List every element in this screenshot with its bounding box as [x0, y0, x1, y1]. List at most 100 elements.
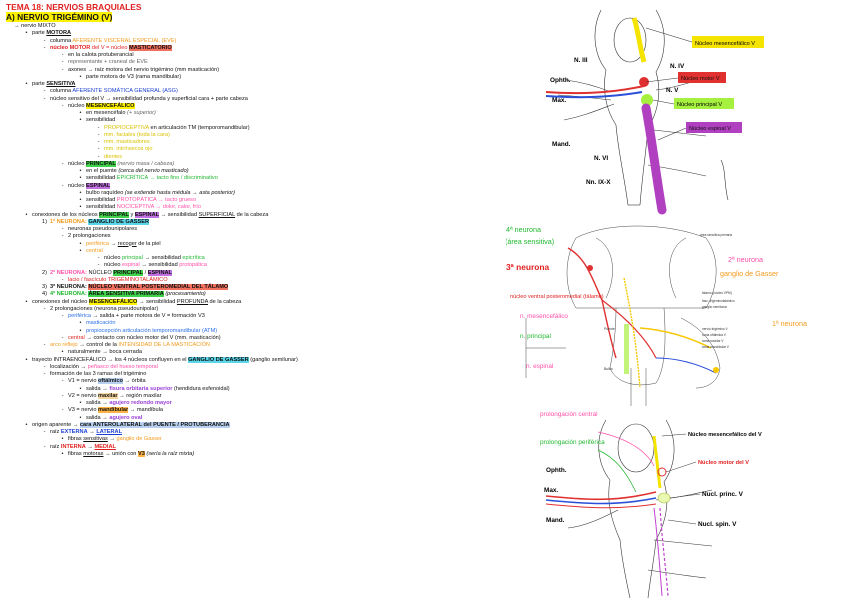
outline-text: motoras	[83, 450, 104, 457]
fig2-label-r6: rama oftálmica V	[702, 333, 727, 337]
outline-text: PROFUNDA	[176, 298, 208, 305]
outline-text: periférica	[86, 240, 110, 247]
outline-text: raíz	[50, 443, 61, 450]
outline-line: 3)3ª NEURONA: NÚCLEO VENTRAL POSTEROMEDI…	[42, 284, 229, 291]
bullet-marker: -	[61, 226, 64, 232]
outline-line: •salida → fisura orbitaria superior (hen…	[80, 385, 230, 393]
bullet-marker: •	[61, 349, 64, 356]
fig1-label-mesenc: Núcleo mesencefálico V	[695, 41, 755, 47]
outline-text: V3	[137, 450, 145, 457]
outline-text: naturalmente → boca cerrada	[68, 349, 143, 356]
bullet-marker: •	[79, 247, 82, 254]
bullet-marker: •	[61, 436, 64, 443]
fig1-label-n3: N. III	[574, 57, 588, 64]
outline-text: → sensibilidad	[159, 211, 199, 218]
outline-line: -dientes	[98, 154, 122, 161]
outline-text: →	[107, 436, 117, 443]
fig1-label-princ: Núcleo principal V	[677, 102, 722, 108]
outline-text: sensibilidad	[86, 117, 116, 124]
outline-line: •parte motora de V3 (rama mandibular)	[80, 74, 182, 81]
bullet-marker: -	[61, 59, 64, 66]
fig1-label-ophth: Ophth.	[550, 77, 571, 84]
outline-text: núcleo	[68, 160, 87, 167]
outline-line: 4)4ª NEURONA: ÁREA SENSITIVA PRIMARIA (p…	[42, 291, 206, 298]
outline-text: de la cabeza	[208, 298, 242, 305]
outline-text: → unión con	[103, 450, 138, 457]
outline-text: central	[68, 334, 85, 341]
outline-line: -neuronas pseudounipolares	[62, 226, 137, 233]
bullet-marker: •	[79, 327, 82, 334]
outline-line: •en el puente (cerca del nervio masticad…	[80, 168, 189, 175]
fig3-leader	[667, 519, 697, 525]
outline-text: (procesamiento)	[163, 291, 206, 298]
outline-text: sensibilidad	[86, 197, 117, 203]
outline-line: -axones → raíz motora del nervio trigémi…	[62, 66, 220, 74]
brain-section-outline	[525, 225, 721, 406]
fig3-arrow-central	[597, 431, 655, 467]
outline-line: → nervio MIXTO	[14, 23, 56, 30]
fig3-label-mand: Mand.	[546, 517, 565, 524]
fig2-yellow-pathway	[623, 277, 641, 389]
outline-text: AFERENTE SOMÁTICA GENERAL (ASG)	[72, 88, 178, 95]
fig2-label-r1: área sensitiva primaria	[700, 233, 732, 237]
bullet-marker: •	[25, 356, 28, 363]
outline-text: maxilar	[98, 392, 118, 399]
outline-line: 1)1ª NEURONA: GANGLIO DE GASSER	[42, 218, 150, 226]
outline-text: axones → raíz motora del nervio trigémin…	[68, 66, 220, 73]
fig3-leader	[661, 433, 687, 437]
fig1-leader	[657, 127, 687, 141]
outline-line: -formación de las 3 ramas del trigémino	[44, 371, 147, 378]
fig1-label-n9: Nn. IX-X	[586, 179, 611, 186]
fig2-label-r5: nervio trigémino V	[702, 327, 729, 331]
outline-line: -V2 = nervio maxilar → región maxilar	[62, 392, 161, 400]
bullet-marker: -	[61, 407, 64, 414]
fig2-label-gasser: ganglio de Gasser	[720, 269, 779, 278]
fig1-label-n4: N. IV	[670, 63, 685, 70]
fig3-principal-nucleus	[657, 492, 671, 504]
fig3-label-periferica: prolongación periférica	[540, 439, 605, 446]
outline-line: -columna AFERENTE SOMÁTICA GENERAL (ASG)	[44, 88, 178, 95]
fig3-leader	[669, 493, 701, 499]
fig-prolongations: prolongación central prolongación perifé…	[540, 411, 762, 599]
outline-text: (se extiende hasta médula → asta posteri…	[124, 189, 235, 196]
outline-line: -lacio / fascículo TRIGÉMINOTALÁMICO	[62, 277, 168, 284]
outline-text: mm. faciales (toda la cara)	[104, 131, 170, 138]
fig2-label-r3: fasc. trigeminotalámico	[702, 299, 735, 303]
bullet-marker: •	[61, 450, 64, 457]
outline-line: -PROPIOCEPTIVA en articulación TM (tempo…	[98, 125, 250, 132]
outline-line: -mm. intrínsecos ojo	[98, 146, 153, 153]
outline-text: (ganglio semilunar)	[248, 356, 298, 363]
outline-line: •bulbo raquídeo (se extiende hasta médul…	[80, 189, 235, 197]
outline-text: → control de la	[77, 342, 119, 348]
bullet-marker: -	[43, 342, 46, 348]
fig2-blue-branch	[655, 357, 717, 374]
outline-text: PRINCIPAL	[99, 211, 129, 218]
fig2-label-n2: 2ª neurona	[728, 255, 763, 264]
bullet-marker: -	[97, 255, 100, 261]
bullet-marker: -	[61, 233, 64, 240]
outline-line: •origen aparente → cara ANTEROLATERAL de…	[26, 421, 230, 429]
outline-line: •sensibilidad NOCICEPTIVA → dolor, calor…	[80, 204, 201, 211]
outline-text: →	[109, 240, 118, 247]
bullet-marker: •	[79, 168, 82, 174]
outline-line: •parte MOTORA	[26, 30, 72, 37]
outline-line: •masticación	[80, 320, 116, 327]
fig1-label-max: Max.	[552, 97, 566, 104]
outline-text: SENSITIVA	[46, 81, 76, 87]
bullet-marker: •	[79, 175, 82, 182]
outline-line: -mm. masticadores	[98, 139, 150, 146]
bullet-marker: -	[43, 37, 46, 44]
outline-line: -raíz EXTERNA → LATERAL	[44, 429, 122, 436]
outline-text: EPICRÍTICA → tacto fino / discriminativo	[116, 175, 218, 182]
outline-text: MESENCEFÁLICO	[88, 298, 138, 305]
outline-text: masticación	[86, 320, 116, 327]
outline-text: raíz	[50, 429, 61, 435]
outline-text: protopática	[179, 262, 207, 269]
outline-text: peñasco del hueso temporal	[87, 363, 158, 370]
outline-text: agujero redondo mayor	[109, 400, 172, 406]
outline-text: oftálmico	[98, 378, 123, 385]
outline-text: salida →	[86, 385, 110, 392]
outline-line: -núcleo ESPINAL	[62, 182, 111, 190]
outline-text: /	[143, 269, 148, 276]
bullet-marker: -	[61, 392, 64, 399]
